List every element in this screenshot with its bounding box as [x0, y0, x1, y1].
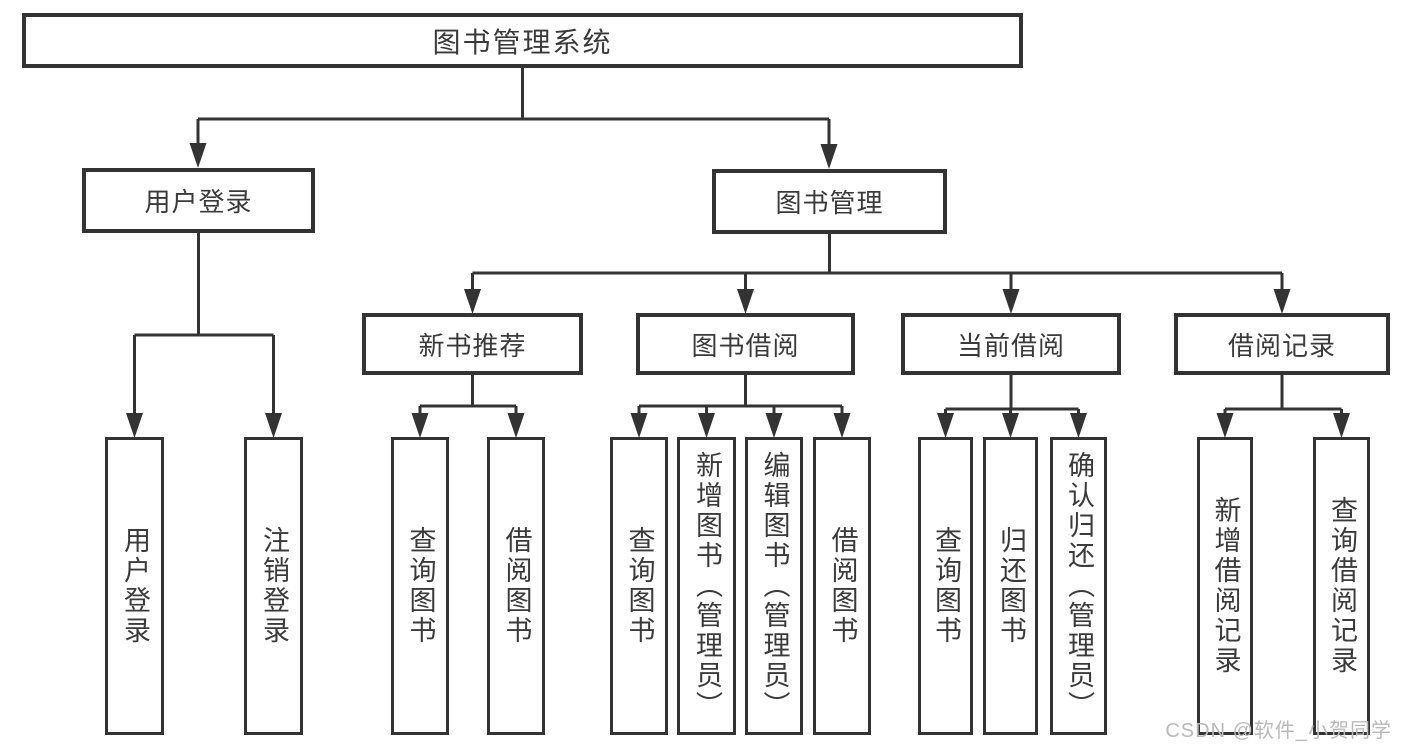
node-library-management-system: 图书管理系统 [22, 13, 1023, 68]
node-label: 借阅图书 [501, 526, 532, 646]
node-label: 新增借阅记录 [1210, 496, 1241, 676]
arrowheads [126, 143, 1350, 438]
connector-root-to-level1 [196, 68, 831, 146]
connector-new-book-branch [418, 375, 518, 416]
node-query-books: 查询图书 [391, 437, 449, 735]
node-label: 编辑图书（管理员） [759, 451, 790, 721]
node-edit-books-admin: 编辑图书（管理员） [745, 437, 803, 735]
node-label: 借阅图书 [827, 526, 858, 646]
node-label: 用户登录 [120, 526, 150, 646]
node-label: 归还图书 [996, 526, 1026, 646]
node-query-books: 查询图书 [918, 437, 973, 735]
node-borrow-books: 借阅图书 [487, 437, 545, 735]
connector-book-borrowing-branch [637, 375, 844, 416]
node-query-books: 查询图书 [610, 437, 668, 735]
connector-book-management-branch [471, 234, 1284, 291]
node-label: 查询图书 [931, 526, 961, 646]
node-label: 注销登录 [259, 526, 289, 646]
node-label: 查询借阅记录 [1327, 496, 1357, 676]
watermark: CSDN @软件_小贺同学 [1165, 720, 1392, 742]
node-book-borrowing: 图书借阅 [636, 313, 855, 375]
node-current-borrowing: 当前借阅 [901, 313, 1121, 375]
node-add-books-admin: 新增图书（管理员） [677, 437, 736, 735]
connector-user-login-branch [133, 233, 275, 416]
node-book-management-module: 图书管理 [712, 169, 947, 234]
node-label: 查询图书 [624, 526, 655, 646]
node-new-book-recommendation: 新书推荐 [362, 313, 583, 375]
node-label: 查询图书 [405, 526, 436, 646]
node-borrowing-records: 借阅记录 [1174, 313, 1390, 375]
node-label: 确认归还（管理员） [1064, 451, 1094, 721]
node-logout: 注销登录 [244, 437, 303, 735]
node-user-login-module: 用户登录 [82, 168, 315, 233]
node-query-borrow-record: 查询借阅记录 [1313, 437, 1370, 735]
connector-borrowing-records-branch [1223, 375, 1343, 416]
node-user-login: 用户登录 [105, 437, 164, 735]
node-confirm-return-admin: 确认归还（管理员） [1050, 437, 1107, 735]
node-return-books: 归还图书 [983, 437, 1038, 735]
node-add-borrow-record: 新增借阅记录 [1197, 437, 1253, 735]
node-label: 新增图书（管理员） [692, 451, 722, 721]
node-borrow-books: 借阅图书 [813, 437, 871, 735]
connector-current-borrowing-branch [944, 375, 1080, 416]
